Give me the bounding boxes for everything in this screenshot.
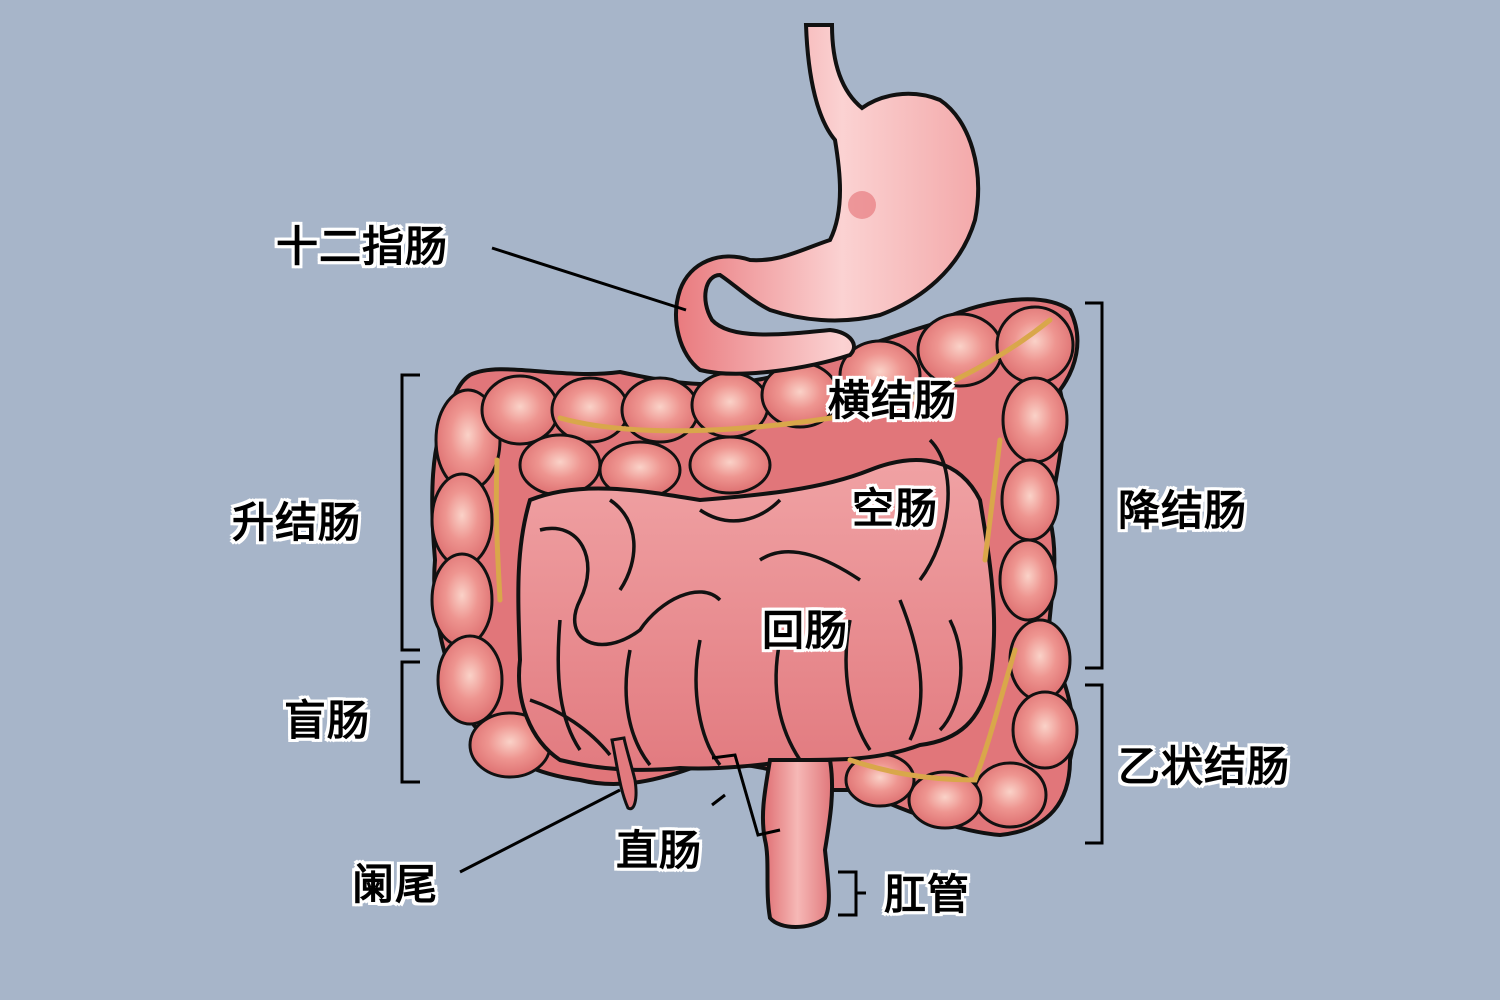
sigmoid-colon-haustra	[844, 690, 1079, 830]
label-rectum: 直肠	[616, 826, 703, 875]
stomach-shading	[848, 191, 876, 219]
transverse-colon-haustra	[480, 305, 1075, 500]
appendix	[610, 736, 638, 811]
label-appendix: 阑尾	[352, 860, 439, 909]
descending-colon-haustra	[998, 376, 1072, 702]
label-jejunum: 空肠	[852, 484, 939, 533]
rectum	[760, 758, 835, 929]
small-intestine	[516, 458, 997, 772]
label-duodenum: 十二指肠	[276, 222, 449, 271]
small-intestine-loops	[529, 438, 963, 767]
label-cecum: 盲肠	[284, 696, 371, 745]
mesentery-fat	[493, 317, 1053, 783]
stomach	[674, 23, 980, 376]
label-ascending-colon: 升结肠	[232, 498, 362, 547]
label-anal-canal: 肛管	[884, 870, 971, 919]
label-transverse-colon: 横结肠	[828, 376, 958, 425]
ascending-colon-haustra	[430, 388, 552, 779]
label-sigmoid-colon: 乙状结肠	[1118, 742, 1291, 791]
label-ileum: 回肠	[762, 606, 849, 655]
leader-lines	[400, 246, 1104, 917]
label-descending-colon: 降结肠	[1118, 486, 1248, 535]
